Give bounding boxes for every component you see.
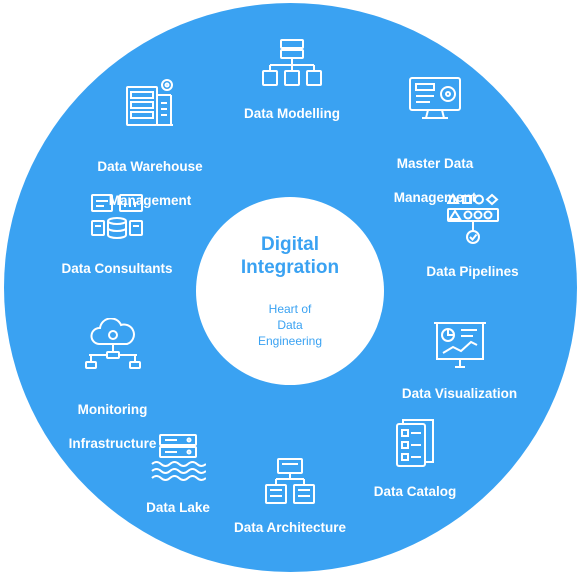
segment-data-consultants-label: Data Consultants [61,261,173,276]
segment-data-catalog: Data Catalog [355,418,475,500]
warehouse-line1: Data Warehouse [97,159,203,174]
segment-data-pipelines-label: Data Pipelines [426,264,519,279]
segment-data-warehouse-management-label: Data Warehouse Management [75,141,225,226]
segment-monitoring-infrastructure: Monitoring Infrastructure [45,318,180,469]
center-subtitle-line2: Data [277,318,303,332]
segment-data-catalog-label: Data Catalog [373,484,457,499]
segment-data-modelling: Data Modelling [222,38,362,122]
monitoring-line1: Monitoring [77,402,148,417]
segment-data-warehouse-management: Data Warehouse Management [75,77,225,226]
center-subtitle-line3: Engineering [257,334,323,348]
pipeline-shapes-icon [446,193,499,244]
monitoring-line2: Infrastructure [68,436,157,451]
segment-data-architecture: Data Architecture [215,457,365,536]
segment-data-modelling-label: Data Modelling [243,106,340,121]
center-subtitle: Heart of Data Engineering [196,301,384,349]
architecture-blocks-icon [265,458,315,504]
cloud-network-icon [84,318,141,369]
segment-data-visualization-label: Data Visualization [401,386,518,401]
warehouse-gear-icon [126,79,173,126]
catalog-document-icon [396,419,434,467]
segment-data-architecture-label: Data Architecture [233,520,347,535]
segment-data-consultants: Data Consultants [42,193,192,277]
center-circle: Digital Integration Heart of Data Engine… [196,197,384,385]
segment-data-pipelines: Data Pipelines [405,193,540,280]
segment-data-visualization: Data Visualization [382,320,537,402]
server-water-icon [151,434,206,481]
monitor-settings-icon [409,77,461,119]
master-data-line1: Master Data [396,156,474,171]
warehouse-line2: Management [108,193,192,208]
segment-data-lake-label: Data Lake [146,500,210,515]
center-title: Digital Integration [196,233,384,279]
consultant-database-icon [91,194,143,239]
hierarchy-server-icon [262,39,322,86]
center-subtitle-line1: Heart of [268,302,312,316]
segment-monitoring-infrastructure-label: Monitoring Infrastructure [45,384,180,469]
presentation-chart-icon [433,322,486,368]
center-title-line1: Digital [260,234,320,255]
center-title-line2: Integration [240,257,340,278]
segment-data-lake: Data Lake [128,433,228,516]
